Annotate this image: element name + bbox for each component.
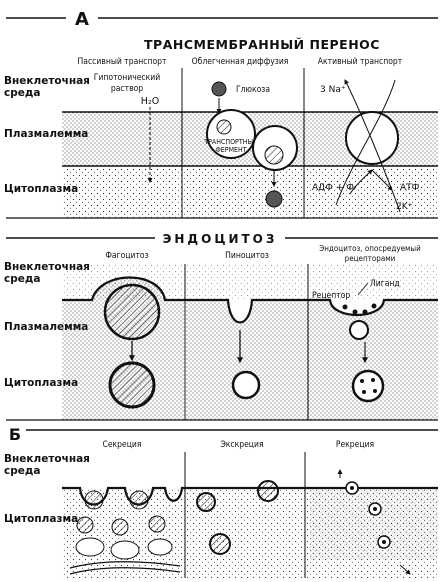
section-endocytosis: ЭНДОЦИТОЗ Фагоцитоз Пиноцитоз Эндоцитоз,… [4, 229, 438, 421]
water-label: H₂O [141, 96, 159, 107]
glucose-inside [265, 190, 283, 208]
column-receptor-mediated: Эндоцитоз, опосредуемый [319, 244, 421, 253]
hypotonic-label: Гипотонический [94, 73, 160, 83]
hypotonic-label-2: раствор [111, 84, 143, 94]
phagosome [108, 361, 156, 409]
receptor-label: Рецептор [312, 291, 350, 301]
plasmalemma-line [62, 276, 438, 324]
column-secretion: Секреция [102, 440, 141, 450]
excreted-particle [257, 480, 279, 502]
label-extracellular-endo: Внеклеточная [4, 261, 90, 273]
section-b: Б Секреция Экскреция Рекреция Внеклеточн… [4, 422, 438, 578]
label-extracellular-2: среда [4, 87, 40, 99]
section-b-letter: Б [9, 425, 21, 444]
endocytosis-title: ЭНДОЦИТОЗ [163, 232, 278, 246]
cytoplasm-area [62, 166, 438, 218]
phagocytosed-particle [103, 283, 161, 341]
glucose-label: Глюкоза [236, 85, 270, 95]
column-passive-transport: Пассивный транспорт [78, 57, 167, 67]
label-cytoplasm: Цитоплазма [4, 183, 78, 195]
ligand-label: Лиганд [370, 279, 400, 289]
section-a: А ТРАНСМЕМБРАННЫЙ ПЕРЕНОС Пассивный тран… [4, 8, 438, 219]
column-phagocytosis: Фагоцитоз [105, 251, 148, 261]
receptor-vesicle [351, 369, 385, 403]
label-cytoplasm-endo: Цитоплазма [4, 377, 78, 389]
label-extracellular: Внеклеточная [4, 75, 90, 87]
pinocytic-vesicle [231, 370, 261, 400]
section-a-title: ТРАНСМЕМБРАННЫЙ ПЕРЕНОС [144, 37, 380, 52]
label-extracellular-endo-2: среда [4, 273, 40, 285]
column-receptor-mediated-2: рецепторами [345, 254, 396, 263]
label-plasmalemma-endo: Плазмалемма [4, 321, 88, 333]
label-extracellular-b-2: среда [4, 465, 40, 477]
adp-label: АДФ + Фᵢ [312, 183, 356, 193]
column-active-transport: Активный транспорт [318, 57, 403, 67]
column-facilitated-diffusion: Облегченная диффузия [192, 56, 289, 67]
column-pinocytosis: Пиноцитоз [225, 251, 269, 261]
potassium-label: 2K⁺ [396, 202, 413, 212]
sodium-label: 3 Na⁺ [320, 85, 346, 95]
column-excretion: Экскреция [220, 440, 263, 450]
label-plasmalemma: Плазмалемма [4, 128, 88, 140]
transporter-label: ТРАНСПОРТНЫЙ [203, 137, 258, 146]
label-cytoplasm-b: Цитоплазма [4, 513, 78, 525]
label-extracellular-b: Внеклеточная [4, 453, 90, 465]
atp-label: АТФ [400, 183, 420, 193]
glucose-molecule [211, 81, 227, 97]
section-a-letter: А [75, 9, 89, 30]
sodium-potassium-pump [345, 111, 399, 165]
transporter-label-2: ФЕРМЕНТ [215, 146, 246, 154]
column-recretion: Рекреция [336, 440, 374, 450]
